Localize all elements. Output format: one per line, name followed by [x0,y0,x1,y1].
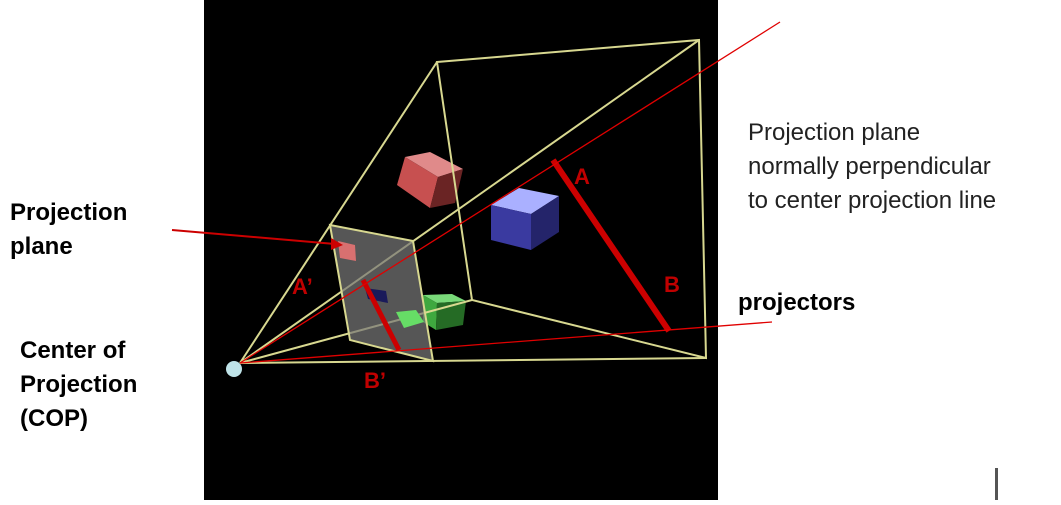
projectors [239,21,781,364]
edge-mark [995,468,998,500]
green-cube-projection [396,310,424,328]
projectors-label: projectors [738,289,856,316]
point-b-label: B [664,272,680,297]
point-a-prime-label: A’ [292,274,313,299]
perpendicular-note: Projection plane normally perpendicular … [748,119,997,214]
segment-a-prime-b-prime [360,278,402,352]
point-a-label: A [574,164,590,189]
red-cube [397,152,463,208]
red-cube-projection [338,241,356,261]
blue-cube [491,188,559,250]
cop-label: Center of Projection (COP) [20,337,138,432]
cop-point [226,361,242,377]
projection-plane-label: Projection plane [10,199,128,260]
point-b-prime-label: B’ [364,368,386,393]
arrow-icon [171,229,343,250]
render-panel [204,0,718,500]
segment-ab [550,158,672,333]
